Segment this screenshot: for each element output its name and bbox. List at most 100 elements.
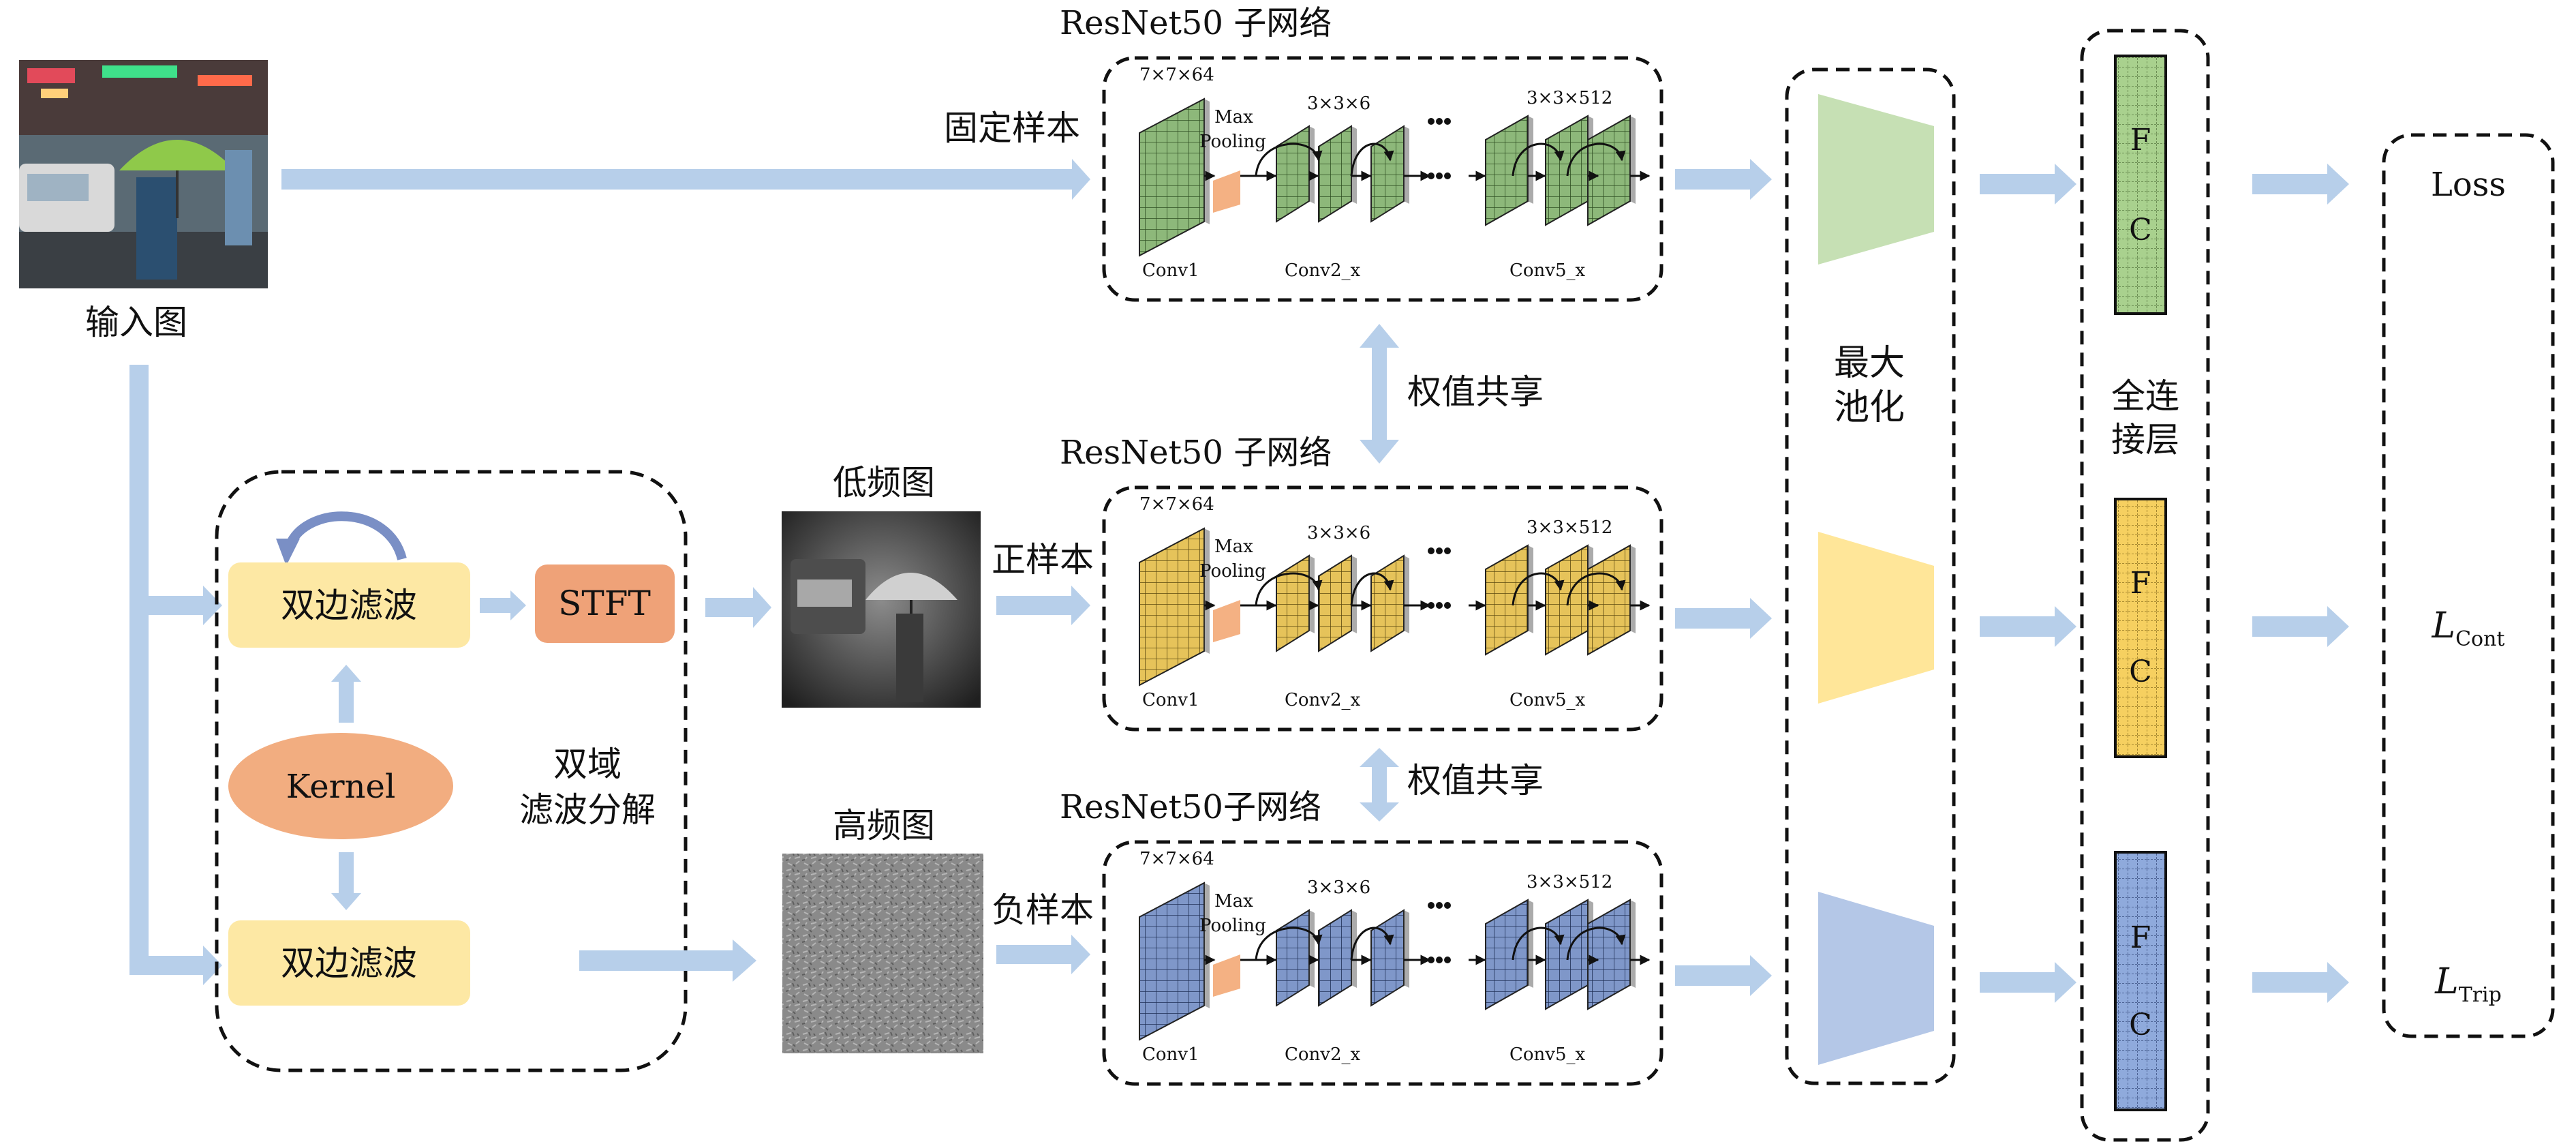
input-down-branch	[129, 365, 222, 985]
decomp-caption-line1: 双域	[553, 744, 622, 784]
resnet-frame	[1102, 840, 1663, 1086]
conv5-layer-c	[1587, 899, 1636, 1010]
conv5-label: Conv5_x	[1509, 260, 1586, 281]
anchor-sample-label: 固定样本	[944, 108, 1080, 148]
loss-cont-sub: Cont	[2455, 627, 2504, 651]
filter-to-high-arrow	[579, 939, 756, 982]
conv5-layer-a	[1485, 899, 1533, 1010]
residual-arrow	[1255, 142, 1323, 177]
residual-arrow	[1350, 142, 1394, 177]
loss-panel	[2382, 133, 2555, 1038]
conv1-label: Conv1	[1142, 260, 1199, 281]
resnet-title: ResNet50子网络	[1060, 788, 1321, 826]
filter-loop-arrow	[276, 511, 407, 566]
conv1-dims: 7×7×64	[1139, 849, 1214, 869]
conv2-layer-c	[1370, 125, 1409, 223]
conv1-dims: 7×7×64	[1139, 494, 1214, 515]
high-freq-label: 高频图	[833, 806, 935, 845]
conv2-layer-a	[1276, 125, 1315, 223]
positive-sample-arrow	[996, 586, 1090, 625]
input-to-anchor-arrow	[281, 159, 1090, 200]
ellipsis-dot	[1428, 602, 1435, 609]
residual-arrow	[1566, 142, 1626, 177]
low-frequency-image	[782, 511, 981, 708]
ellipsis-dot	[1444, 902, 1451, 909]
loss-trip-main: L	[2434, 961, 2459, 1002]
conv5-label: Conv5_x	[1509, 1044, 1586, 1065]
resnet-frame	[1102, 485, 1663, 732]
conv5-label: Conv5_x	[1509, 690, 1586, 710]
residual-arrow	[1566, 927, 1626, 961]
conv5-layer-a	[1485, 544, 1533, 656]
ellipsis-dot	[1436, 172, 1443, 179]
ellipsis-dot	[1444, 957, 1451, 963]
conv2-layer-b	[1318, 554, 1357, 652]
residual-arrow	[1512, 142, 1565, 177]
maxpool-block	[1213, 954, 1240, 997]
decomp-caption-line2: 滤波分解	[519, 790, 656, 830]
conv2-label: Conv2_x	[1285, 260, 1361, 281]
kernel-label: Kernel	[286, 768, 396, 806]
weight-share-label-upper: 权值共享	[1407, 372, 1544, 412]
conv5-layer-b	[1545, 899, 1593, 1010]
kernel-up-arrow	[331, 665, 361, 723]
fc-yellow-c: C	[2129, 654, 2152, 689]
residual-arrow	[1255, 927, 1323, 961]
kernel-ellipse	[228, 733, 453, 839]
ellipsis-dot	[1428, 957, 1435, 963]
pool-label-line2: Pooling	[1199, 561, 1266, 582]
resnet-frame	[1102, 56, 1663, 302]
loss-trip-sub: Trip	[2459, 983, 2502, 1007]
conv2-label: Conv2_x	[1285, 1044, 1361, 1065]
fc-green-f: F	[2130, 123, 2151, 157]
pool-trapezoid-blue	[1818, 892, 1934, 1065]
negative-sample-label: 负样本	[992, 890, 1094, 930]
residual-arrow	[1255, 572, 1323, 606]
conv1-layer	[1139, 527, 1210, 687]
ellipsis-dot	[1444, 602, 1451, 609]
ellipsis-dot	[1436, 902, 1443, 909]
fc-panel	[2080, 29, 2210, 1142]
bilateral-filter-top	[228, 562, 470, 648]
ellipsis-dot	[1436, 602, 1443, 609]
loss-cont-main: L	[2432, 605, 2456, 646]
pool-to-fc-arrows	[1980, 164, 2076, 1003]
fc-bar-yellow	[2114, 498, 2167, 758]
ellipsis-dot	[1428, 172, 1435, 179]
pool-trapezoid-green	[1818, 94, 1934, 265]
max-pooling-panel	[1785, 67, 1956, 1085]
kernel-down-arrow	[331, 852, 361, 910]
conv5-layer-b	[1545, 544, 1593, 656]
ellipsis-dot	[1444, 547, 1451, 554]
fc-label-line1: 全连	[2111, 376, 2179, 416]
conv2-layer-c	[1370, 554, 1409, 652]
bilateral-filter-bottom	[228, 920, 470, 1006]
fc-green-c: C	[2129, 213, 2152, 247]
bilateral-filter-bottom-label: 双边滤波	[281, 944, 417, 983]
high-frequency-image	[782, 854, 983, 1053]
conv5-dims: 3×3×512	[1527, 872, 1612, 892]
conv1-dims: 7×7×64	[1139, 65, 1214, 85]
loss-label: Loss	[2431, 166, 2506, 204]
conv5-layer-c	[1587, 544, 1636, 656]
fc-label-line2: 接层	[2111, 420, 2179, 460]
conv5-layer-a	[1485, 115, 1533, 226]
ellipsis-dot	[1444, 172, 1451, 179]
conv2-dims: 3×3×6	[1307, 93, 1370, 114]
pool-label-line1: Max	[1214, 891, 1253, 912]
pool-label-line1: Max	[1214, 537, 1253, 557]
ellipsis-dot	[1444, 118, 1451, 125]
stft-to-low-arrow	[705, 587, 771, 628]
pool-trapezoid-yellow	[1818, 532, 1934, 704]
fc-bar-blue	[2114, 851, 2167, 1111]
conv2-dims: 3×3×6	[1307, 877, 1370, 898]
conv5-dims: 3×3×512	[1527, 88, 1612, 108]
bilateral-filter-top-label: 双边滤波	[281, 586, 417, 625]
weight-share-arrow-upper	[1360, 324, 1399, 464]
fc-to-loss-arrows	[2252, 164, 2349, 1003]
residual-arrow	[1350, 927, 1394, 961]
